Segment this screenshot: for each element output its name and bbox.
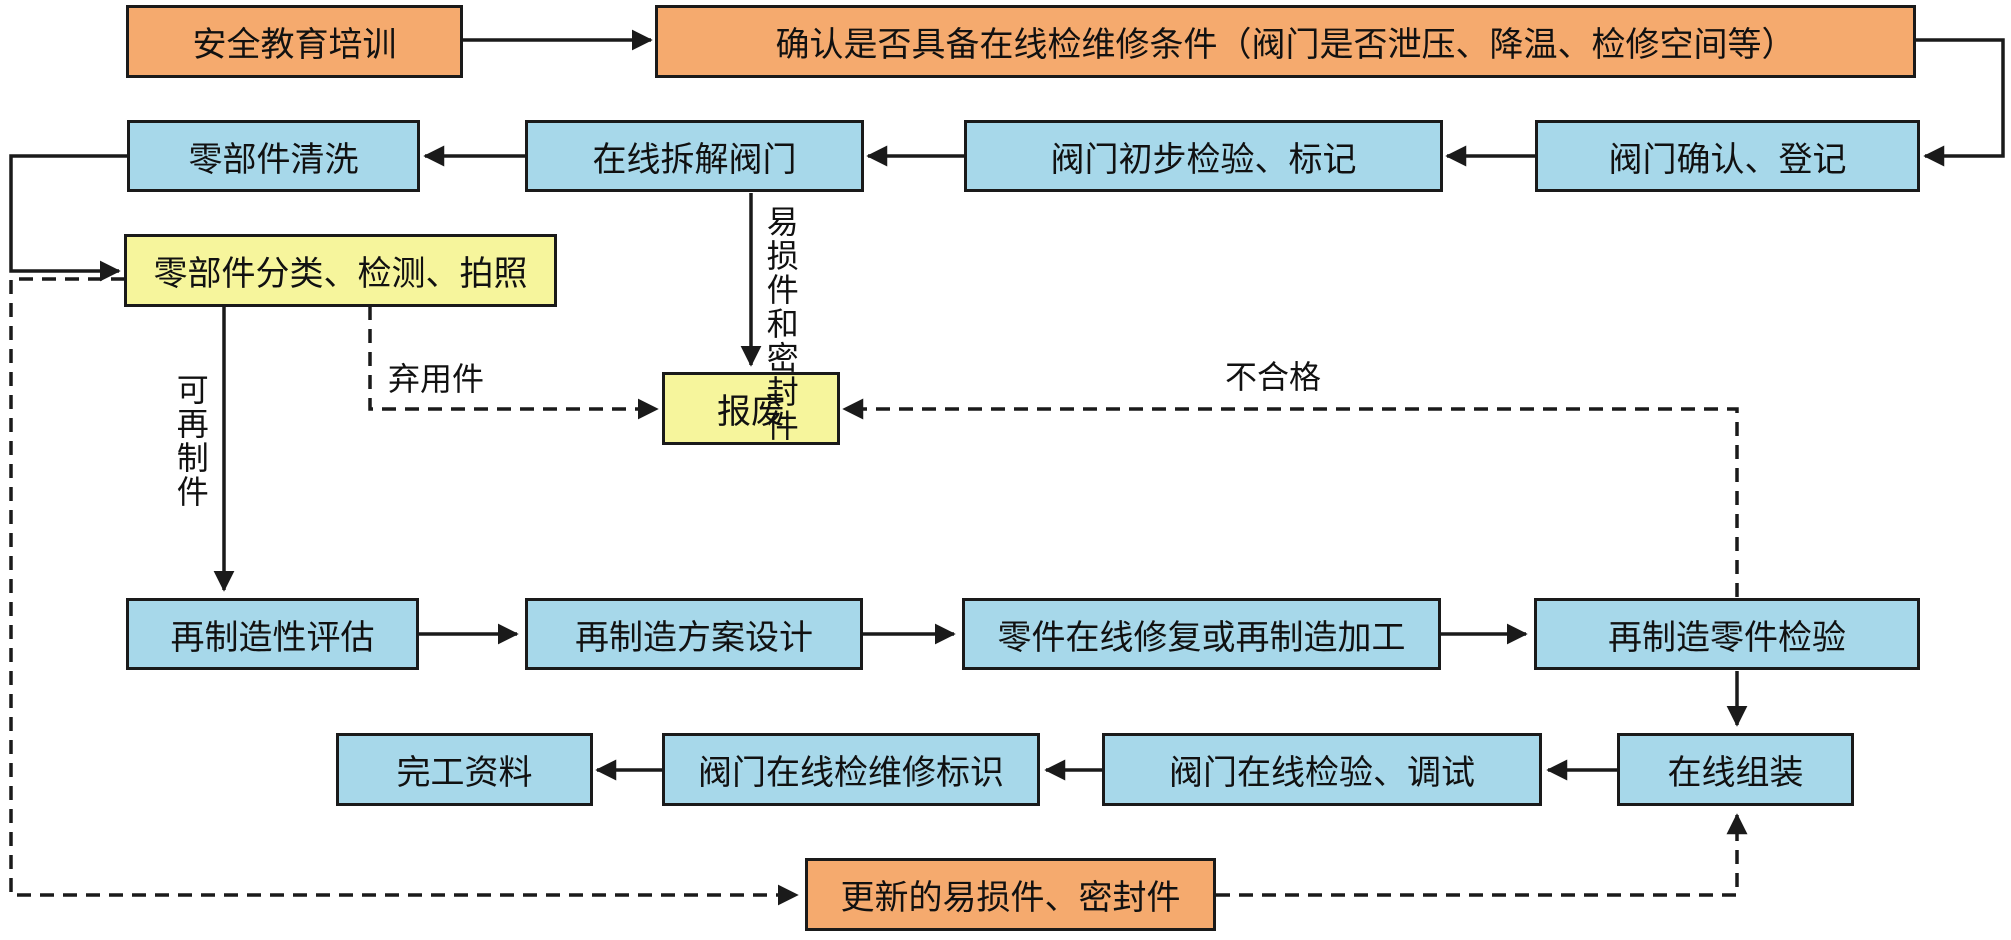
label-wear-seal-parts: 易损件和密封件 (761, 205, 800, 443)
node-safety-training: 安全教育培训 (126, 5, 463, 78)
dashed-arrow-new-parts-to-assembly (1216, 813, 1748, 897)
node-online-assembly: 在线组装 (1617, 733, 1854, 806)
dashed-arrow-discarded-to-scrap (368, 306, 659, 420)
node-scrap: 报废 (662, 372, 840, 445)
node-reman-assessment: 再制造性评估 (126, 598, 419, 670)
node-online-repair-reman: 零件在线修复或再制造加工 (962, 598, 1441, 670)
label-remanufacturable-parts: 可再制件 (171, 373, 210, 509)
node-new-wear-seal-parts: 更新的易损件、密封件 (805, 858, 1216, 931)
node-completion-docs: 完工资料 (336, 733, 593, 806)
node-reman-inspection: 再制造零件检验 (1534, 598, 1920, 670)
arrow-confirm-to-register (1916, 38, 2005, 167)
label-unqualified: 不合格 (1225, 358, 1322, 396)
node-parts-sort-test-photo: 零部件分类、检测、拍照 (124, 234, 557, 307)
label-discarded-parts: 弃用件 (388, 360, 485, 398)
node-online-disassembly: 在线拆解阀门 (525, 120, 864, 192)
node-online-marking: 阀门在线检维修标识 (662, 733, 1040, 806)
arrow-cleaning-to-sorting (9, 154, 127, 282)
node-reman-design: 再制造方案设计 (525, 598, 863, 670)
node-valve-confirm-register: 阀门确认、登记 (1535, 120, 1920, 192)
node-initial-inspection-mark: 阀门初步检验、标记 (964, 120, 1443, 192)
node-confirm-conditions: 确认是否具备在线检维修条件（阀门是否泄压、降温、检修空间等） (655, 5, 1916, 78)
dashed-line-sorting-to-new-parts (9, 277, 799, 906)
dashed-arrow-unqualified-to-scrap (842, 398, 1739, 597)
node-parts-cleaning: 零部件清洗 (127, 120, 420, 192)
node-online-test-debug: 阀门在线检验、调试 (1102, 733, 1542, 806)
